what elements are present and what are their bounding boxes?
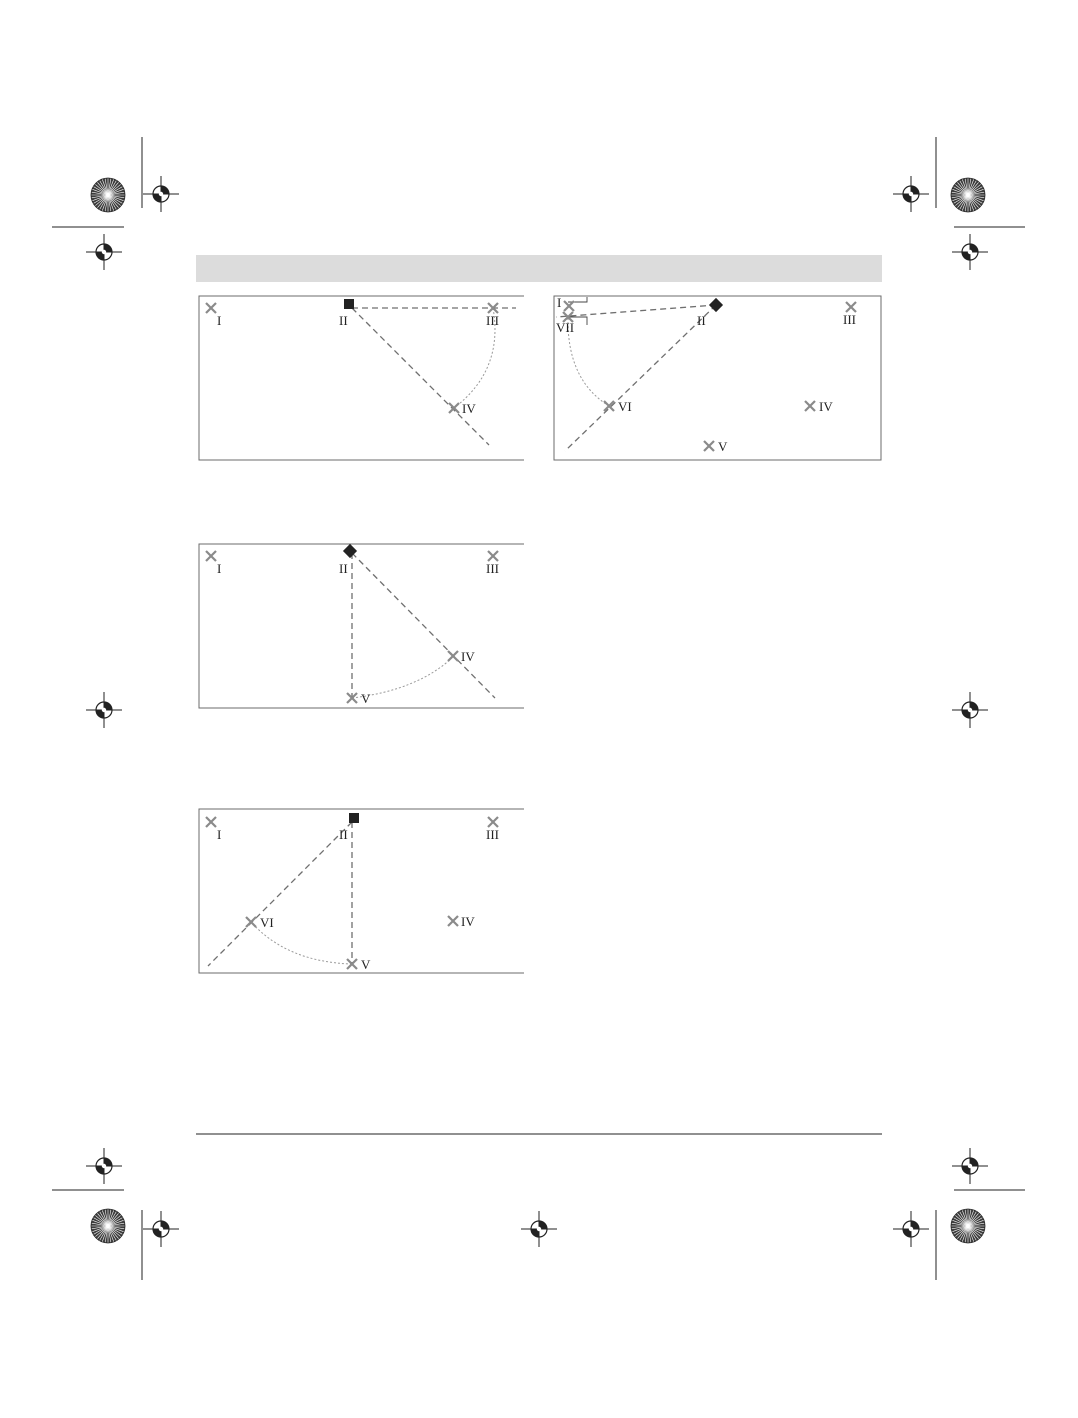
cross-mark-icon — [346, 958, 358, 970]
laser-device-square-icon — [342, 543, 358, 559]
cross-mark-icon — [563, 300, 575, 312]
point-label-iv: IV — [819, 399, 833, 414]
cross-mark-icon — [205, 302, 217, 314]
point-label-ii: II — [697, 313, 706, 328]
registration-target-icon — [893, 176, 929, 212]
point-label-i: I — [557, 295, 561, 310]
cross-mark-icon — [703, 440, 715, 452]
point-label-i: I — [217, 313, 221, 328]
arc-path — [567, 317, 610, 407]
point-label-i: I — [217, 561, 221, 576]
point-label-v: V — [361, 691, 371, 706]
laser-device-square-icon — [349, 813, 359, 823]
registration-target-icon — [521, 1211, 557, 1247]
point-label-iv: IV — [461, 649, 475, 664]
registration-target-icon — [143, 1211, 179, 1247]
cross-mark-icon — [487, 550, 499, 562]
point-label-iii: III — [843, 312, 856, 327]
registration-marks — [52, 137, 1025, 1280]
diagram-frame — [198, 543, 524, 709]
laser-line — [351, 552, 496, 699]
cross-mark-icon — [346, 692, 358, 704]
diagram-frame — [553, 295, 882, 461]
point-label-ii: II — [339, 561, 348, 576]
registration-target-icon — [86, 692, 122, 728]
point-label-v: V — [718, 439, 728, 454]
registration-wheel-icon — [90, 1208, 126, 1244]
arc-path — [351, 655, 455, 699]
laser-device-square-icon — [344, 299, 354, 309]
registration-target-icon — [86, 1148, 122, 1184]
registration-target-icon — [952, 234, 988, 270]
laser-line — [351, 307, 490, 446]
laser-line — [564, 304, 717, 452]
cross-mark-icon — [448, 402, 460, 414]
laser-line — [207, 821, 353, 967]
point-label-i: I — [217, 827, 221, 842]
cross-mark-icon — [487, 816, 499, 828]
cross-mark-icon — [804, 400, 816, 412]
point-label-v: V — [361, 957, 371, 972]
cross-mark-icon — [487, 302, 499, 314]
registration-target-icon — [143, 176, 179, 212]
arc-path — [453, 307, 496, 409]
cross-mark-icon — [845, 301, 857, 313]
registration-wheel-icon — [950, 1208, 986, 1244]
cross-mark-icon — [447, 915, 459, 927]
diagram-4-laser-square: I VII II III VI IV V — [553, 295, 882, 461]
point-label-iv: IV — [462, 401, 476, 416]
registration-target-icon — [86, 234, 122, 270]
laser-device-square-icon — [708, 297, 724, 313]
diagram-frame — [198, 808, 524, 974]
diagram-1-laser-square: I II III IV — [198, 295, 524, 461]
point-label-iii: III — [486, 313, 499, 328]
cross-mark-icon — [245, 916, 257, 928]
cross-mark-icon — [447, 650, 459, 662]
registration-target-icon — [893, 1211, 929, 1247]
diagram-2-laser-square: I II III IV V — [198, 543, 524, 709]
arc-path — [250, 921, 353, 965]
cross-mark-icon — [603, 400, 615, 412]
cross-mark-icon — [205, 550, 217, 562]
point-label-iii: III — [486, 561, 499, 576]
point-label-ii: II — [339, 313, 348, 328]
point-label-iii: III — [486, 827, 499, 842]
registration-wheel-icon — [90, 177, 126, 213]
point-label-vi: VI — [618, 399, 632, 414]
diagram-frame — [198, 295, 524, 461]
registration-target-icon — [952, 1148, 988, 1184]
point-label-vii: VII — [556, 320, 574, 335]
cross-mark-icon — [562, 311, 574, 323]
header-band — [196, 255, 882, 282]
registration-wheel-icon — [950, 177, 986, 213]
registration-target-icon — [952, 692, 988, 728]
cross-mark-icon — [205, 816, 217, 828]
point-label-vi: VI — [260, 915, 274, 930]
diagram-3-laser-square: I II III IV V VI — [198, 808, 524, 974]
laser-line — [555, 304, 717, 318]
point-label-iv: IV — [461, 914, 475, 929]
point-label-ii: II — [339, 827, 348, 842]
